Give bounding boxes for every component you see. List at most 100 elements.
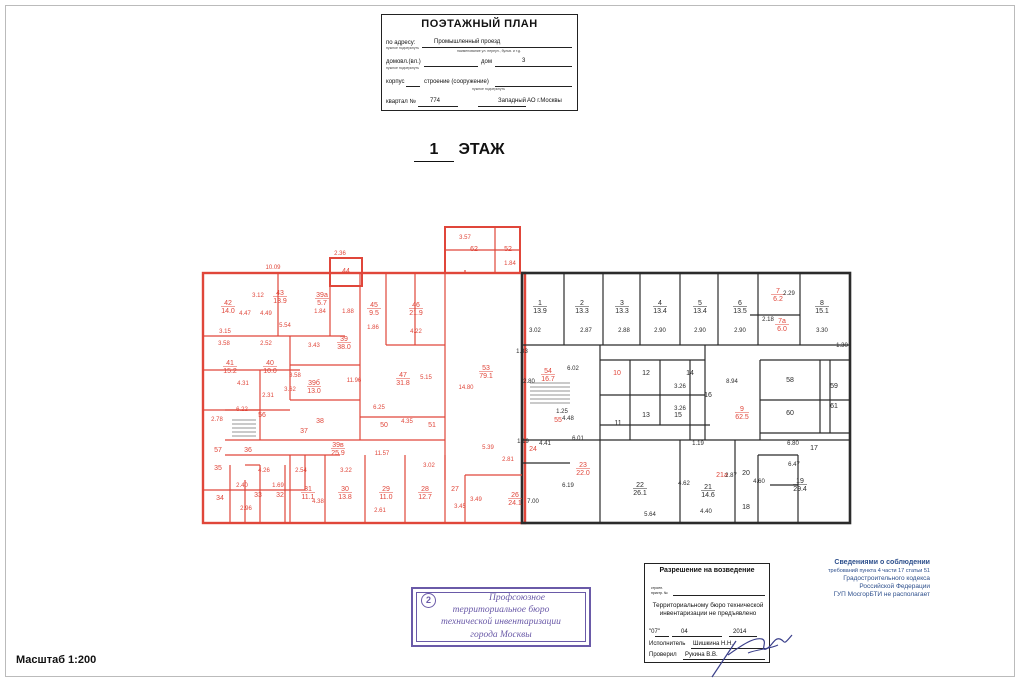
dimension-label: 3.15 bbox=[219, 329, 231, 335]
room-area: 62.5 bbox=[735, 414, 749, 421]
dimension-label: 4.40 bbox=[700, 509, 712, 515]
room-area: 13.4 bbox=[653, 308, 667, 315]
dimension-label: 6.80 bbox=[787, 441, 799, 447]
room-area: 13.3 bbox=[575, 308, 589, 315]
dimension-label: 2.96 bbox=[240, 506, 252, 512]
room-number: 27 bbox=[451, 486, 459, 493]
dimension-label: 3.22 bbox=[340, 468, 352, 474]
dimension-label: 3.26 bbox=[674, 384, 686, 390]
dimension-label: 5.54 bbox=[279, 323, 291, 329]
dimension-label: 1.84 bbox=[314, 309, 326, 315]
room-area: 14.6 bbox=[701, 492, 715, 499]
stroenie-note: нужное подчеркнуть bbox=[472, 87, 506, 91]
left-wing-outline bbox=[201, 271, 527, 525]
sheet-border bbox=[5, 5, 1015, 677]
dimension-label: 6.02 bbox=[567, 366, 579, 372]
dimension-label: 3.57 bbox=[459, 235, 471, 241]
room-number: 7 bbox=[776, 288, 780, 295]
date-day-line bbox=[655, 636, 669, 637]
room-number: 26 bbox=[511, 492, 519, 499]
bti-stamp: 2 Профсоюзное территориальное бюро техни… bbox=[411, 587, 591, 647]
room-number: 42 bbox=[224, 300, 232, 307]
floor-title: 1 ЭТАЖ bbox=[414, 141, 505, 159]
room-number: 37 bbox=[300, 428, 308, 435]
stamp-line-1: Профсоюзное bbox=[489, 593, 545, 603]
permission-label-2: пристр. № bbox=[651, 591, 668, 595]
room-number: 14 bbox=[686, 370, 694, 377]
dom-label: дом bbox=[481, 59, 492, 65]
room-area: 16.7 bbox=[541, 376, 555, 383]
dimension-label: 2.29 bbox=[783, 291, 795, 297]
right-wing-outline bbox=[520, 271, 852, 525]
room-area: 5.7 bbox=[317, 300, 327, 307]
floor-number: 1 bbox=[429, 141, 439, 158]
address-hint: наименование ул. переул., бульв. и т.д. bbox=[457, 49, 522, 53]
dimension-label: 2.40 bbox=[236, 483, 248, 489]
room-area: 79.1 bbox=[479, 373, 493, 380]
room-area: 6.0 bbox=[777, 326, 787, 333]
room-number: 36 bbox=[244, 447, 252, 454]
room-number: 53 bbox=[482, 365, 490, 372]
title-block: ПОЭТАЖНЫЙ ПЛАН по адресу: Промышленный п… bbox=[381, 14, 578, 111]
room-number: 21а bbox=[716, 472, 728, 479]
room-number: 13 bbox=[642, 412, 650, 419]
floor-number-underline bbox=[414, 161, 454, 162]
room-area: 22.0 bbox=[576, 470, 590, 477]
room-area: 24.1 bbox=[508, 500, 522, 507]
dimension-label: 1.84 bbox=[504, 261, 516, 267]
room-number: 31 bbox=[304, 486, 312, 493]
dimension-label: 4.49 bbox=[260, 311, 272, 317]
room-area: 13.8 bbox=[338, 494, 352, 501]
dimension-label: 7.00 bbox=[527, 499, 539, 505]
dimension-label: 4.31 bbox=[237, 381, 249, 387]
dimension-label: 2.90 bbox=[694, 328, 706, 334]
executor-line bbox=[691, 648, 765, 649]
room-number: 2 bbox=[580, 300, 584, 307]
room-number: 39а bbox=[316, 292, 328, 299]
signature-mark bbox=[711, 634, 793, 678]
room-number: 10 bbox=[613, 370, 621, 377]
notice-line-1: Сведениями о соблюдении bbox=[834, 559, 930, 566]
dimension-label: 2.90 bbox=[654, 328, 666, 334]
stamp-line-2: территориальное бюро bbox=[452, 605, 550, 615]
dimension-label: 2.52 bbox=[260, 341, 272, 347]
room-number: 9 bbox=[740, 406, 744, 413]
floor-label: ЭТАЖ bbox=[458, 141, 505, 158]
dimension-label: 3.02 bbox=[423, 463, 435, 469]
room-number: 28 bbox=[421, 486, 429, 493]
room-number: 15 bbox=[674, 412, 682, 419]
room-area: 13.9 bbox=[273, 298, 287, 305]
room-area: 9.5 bbox=[369, 310, 379, 317]
room-number: 3 bbox=[620, 300, 624, 307]
room-number: 38 bbox=[316, 418, 324, 425]
district-line bbox=[478, 106, 526, 107]
dimension-label: 4.60 bbox=[753, 479, 765, 485]
room-number: 16 bbox=[704, 392, 712, 399]
checker-name: Рукина В.В. bbox=[685, 652, 718, 658]
room-number: 4 bbox=[658, 300, 662, 307]
room-area: 14.0 bbox=[221, 308, 235, 315]
korpus-label: корпус bbox=[386, 79, 405, 85]
room-number: 5 bbox=[698, 300, 702, 307]
room-number: 18 bbox=[742, 504, 750, 511]
date-year-line bbox=[729, 636, 757, 637]
dimension-label: 1.33 bbox=[516, 349, 528, 355]
korpus-line bbox=[406, 86, 420, 87]
dimension-label: 2.54 bbox=[295, 468, 307, 474]
dimension-label: 2.31 bbox=[262, 393, 274, 399]
dimension-label: 10.09 bbox=[265, 265, 281, 271]
room-number: 20 bbox=[742, 470, 750, 477]
dimension-label: 2.80 bbox=[523, 379, 535, 385]
room-number: 33 bbox=[254, 492, 262, 499]
room-number: 32 bbox=[276, 492, 284, 499]
date-month: 04 bbox=[681, 629, 688, 635]
room-number: 44 bbox=[342, 268, 350, 275]
dimension-label: 3.58 bbox=[289, 373, 301, 379]
dimension-label: 1.86 bbox=[367, 325, 379, 331]
stamp-line-3: технической инвентаризации bbox=[441, 617, 561, 627]
room-number: 23 bbox=[579, 462, 587, 469]
address-value: Промышленный проезд bbox=[434, 39, 501, 45]
room-area: 10.0 bbox=[263, 368, 277, 375]
room-area: 12.7 bbox=[418, 494, 432, 501]
